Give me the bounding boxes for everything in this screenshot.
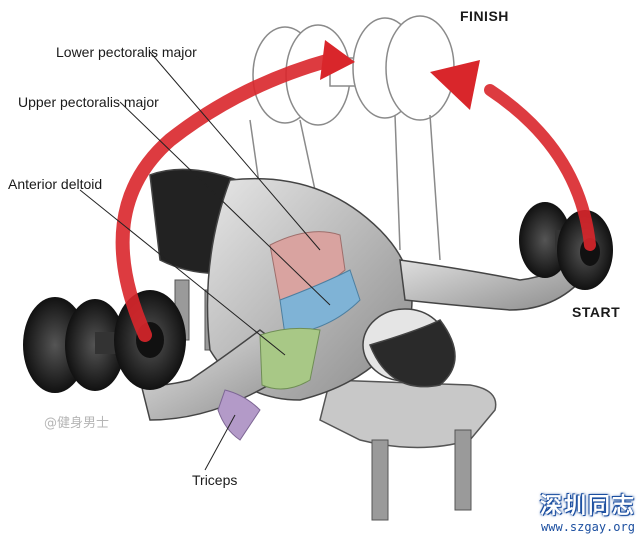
lower-pec-label: Lower pectoralis major [56,44,197,60]
watermark-cn: 深圳同志 [540,488,636,520]
anterior-deltoid-label: Anterior deltoid [8,176,102,192]
watermark-right: 深圳同志 www.szgay.org [540,488,636,534]
start-label: START [572,304,620,320]
triceps-region [218,390,260,440]
upper-pec-label: Upper pectoralis major [18,94,159,110]
finish-label: FINISH [460,8,509,24]
watermark-left: @健身男士 [44,412,109,431]
triceps-label: Triceps [192,472,237,488]
watermark-url: www.szgay.org [540,520,636,534]
